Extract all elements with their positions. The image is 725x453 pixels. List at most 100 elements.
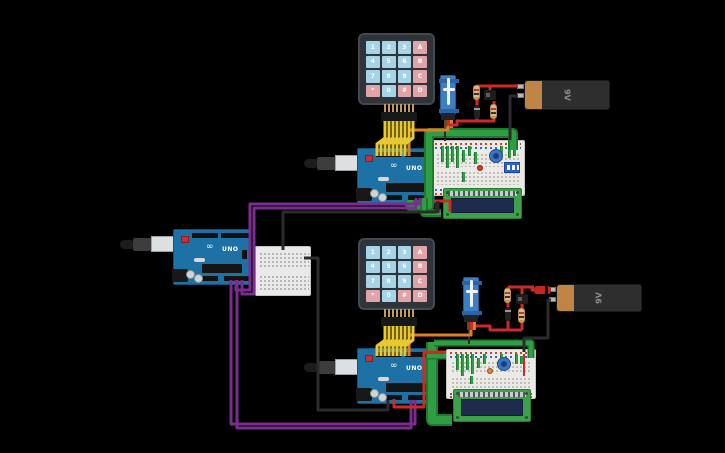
breadboard-holes[interactable] [436,171,520,185]
power-rail-positive[interactable] [435,143,521,145]
jumper-wire[interactable] [471,354,474,374]
power-header[interactable] [196,276,218,281]
keypad-key-A[interactable]: A [413,41,427,54]
arduino-uno-top[interactable]: ∞ UNO [356,148,435,204]
led-red-top[interactable] [477,165,483,171]
potentiometer-bottom[interactable] [497,357,511,371]
resistor-bottom-1[interactable] [504,288,511,303]
reset-button[interactable] [365,355,373,362]
battery-9v-top[interactable]: 9V [524,80,610,110]
jumper-wire[interactable] [468,146,471,156]
jumper-wire[interactable] [462,172,465,182]
keypad-key-5[interactable]: 5 [381,55,396,68]
resistor-bottom-2[interactable] [518,308,525,323]
jumper-wire[interactable] [456,146,459,168]
wire-battery-negative-top[interactable] [508,94,518,140]
keypad-key-6[interactable]: 6 [397,260,412,273]
lcd-display-top[interactable] [443,188,522,219]
keypad-key-A[interactable]: A [413,246,427,259]
micro-servo-bottom[interactable] [462,277,482,317]
jumper-wire[interactable] [520,356,523,364]
jumper-wire[interactable] [462,150,465,162]
usb-cable-middle[interactable] [120,240,135,249]
led-orange-bottom[interactable] [487,368,493,374]
battery-terminal-positive[interactable] [517,84,524,89]
wire-battery-negative-bottom[interactable] [522,298,551,352]
keypad-key-6[interactable]: 6 [397,55,412,68]
jumper-wire[interactable] [441,146,444,162]
transistor-top[interactable] [484,90,496,100]
keypad-key-0[interactable]: 0 [381,84,396,97]
jumper-wire[interactable] [451,146,454,162]
analog-header[interactable] [224,276,250,281]
keypad-key-1[interactable]: 1 [366,41,380,54]
dip-switch-top[interactable] [504,162,520,173]
digital-header[interactable] [221,233,250,238]
reset-button[interactable] [365,155,373,162]
keypad-key-*[interactable]: * [366,84,380,97]
keypad-key-7[interactable]: 7 [366,275,380,288]
jumper-wire[interactable] [513,148,516,156]
analog-header[interactable] [408,395,434,400]
jumper-wire[interactable] [474,152,477,164]
battery-terminal-negative[interactable] [549,297,556,302]
jumper-wire[interactable] [470,376,473,384]
potentiometer-top[interactable] [489,149,503,163]
keypad-key-4[interactable]: 4 [366,55,380,68]
diode-bottom-2[interactable] [534,286,551,294]
keypad-key-8[interactable]: 8 [381,70,396,83]
diode-bottom-1[interactable] [505,307,511,321]
breadboard-holes[interactable] [259,275,309,291]
keypad-key-D[interactable]: D [413,84,427,97]
digital-header[interactable] [376,352,402,357]
jumper-wire[interactable] [446,146,449,168]
reset-button[interactable] [181,236,189,243]
arduino-uno-bottom[interactable]: ∞ UNO [356,348,435,404]
keypad-key-2[interactable]: 2 [381,41,396,54]
analog-header[interactable] [408,195,434,200]
jumper-wire[interactable] [477,358,480,368]
keypad-key-*[interactable]: * [366,289,380,302]
breadboard-holes[interactable] [259,252,309,268]
jumper-wire[interactable] [515,354,518,364]
keypad-key-B[interactable]: B [413,260,427,273]
keypad-key-7[interactable]: 7 [366,70,380,83]
keypad-key-3[interactable]: 3 [397,41,412,54]
keypad-key-C[interactable]: C [413,70,427,83]
keypad-key-2[interactable]: 2 [381,246,396,259]
jumper-wire[interactable] [456,354,459,370]
digital-header[interactable] [405,152,434,157]
keypad-key-9[interactable]: 9 [397,275,412,288]
micro-servo-top[interactable] [439,75,459,115]
keypad-key-#[interactable]: # [397,84,412,97]
keypad-key-3[interactable]: 3 [397,246,412,259]
keypad-key-D[interactable]: D [413,289,427,302]
keypad-key-5[interactable]: 5 [381,260,396,273]
battery-terminal-negative[interactable] [517,93,524,98]
jumper-wire[interactable] [483,354,486,364]
diode-top[interactable] [474,105,480,119]
keypad-key-1[interactable]: 1 [366,246,380,259]
battery-9v-bottom[interactable]: 9V [556,284,642,312]
digital-header[interactable] [192,233,218,238]
mini-breadboard[interactable] [255,246,311,296]
arduino-uno-middle[interactable]: ∞ UNO [172,229,251,285]
keypad-key-#[interactable]: # [397,289,412,302]
jumper-wire[interactable] [508,146,511,158]
keypad-key-C[interactable]: C [413,275,427,288]
digital-header[interactable] [376,152,402,157]
resistor-top-2[interactable] [490,104,497,119]
keypad-key-B[interactable]: B [413,55,427,68]
digital-header[interactable] [405,352,434,357]
resistor-top-1[interactable] [473,85,480,100]
keypad-key-4[interactable]: 4 [366,260,380,273]
transistor-bottom[interactable] [516,294,528,304]
jumper-wire[interactable] [466,354,469,370]
wire-servo-power-top[interactable] [450,101,496,127]
power-header[interactable] [380,195,402,200]
keypad-key-8[interactable]: 8 [381,275,396,288]
lcd-display-bottom[interactable] [453,389,531,422]
keypad-key-9[interactable]: 9 [397,70,412,83]
keypad-key-0[interactable]: 0 [381,289,396,302]
